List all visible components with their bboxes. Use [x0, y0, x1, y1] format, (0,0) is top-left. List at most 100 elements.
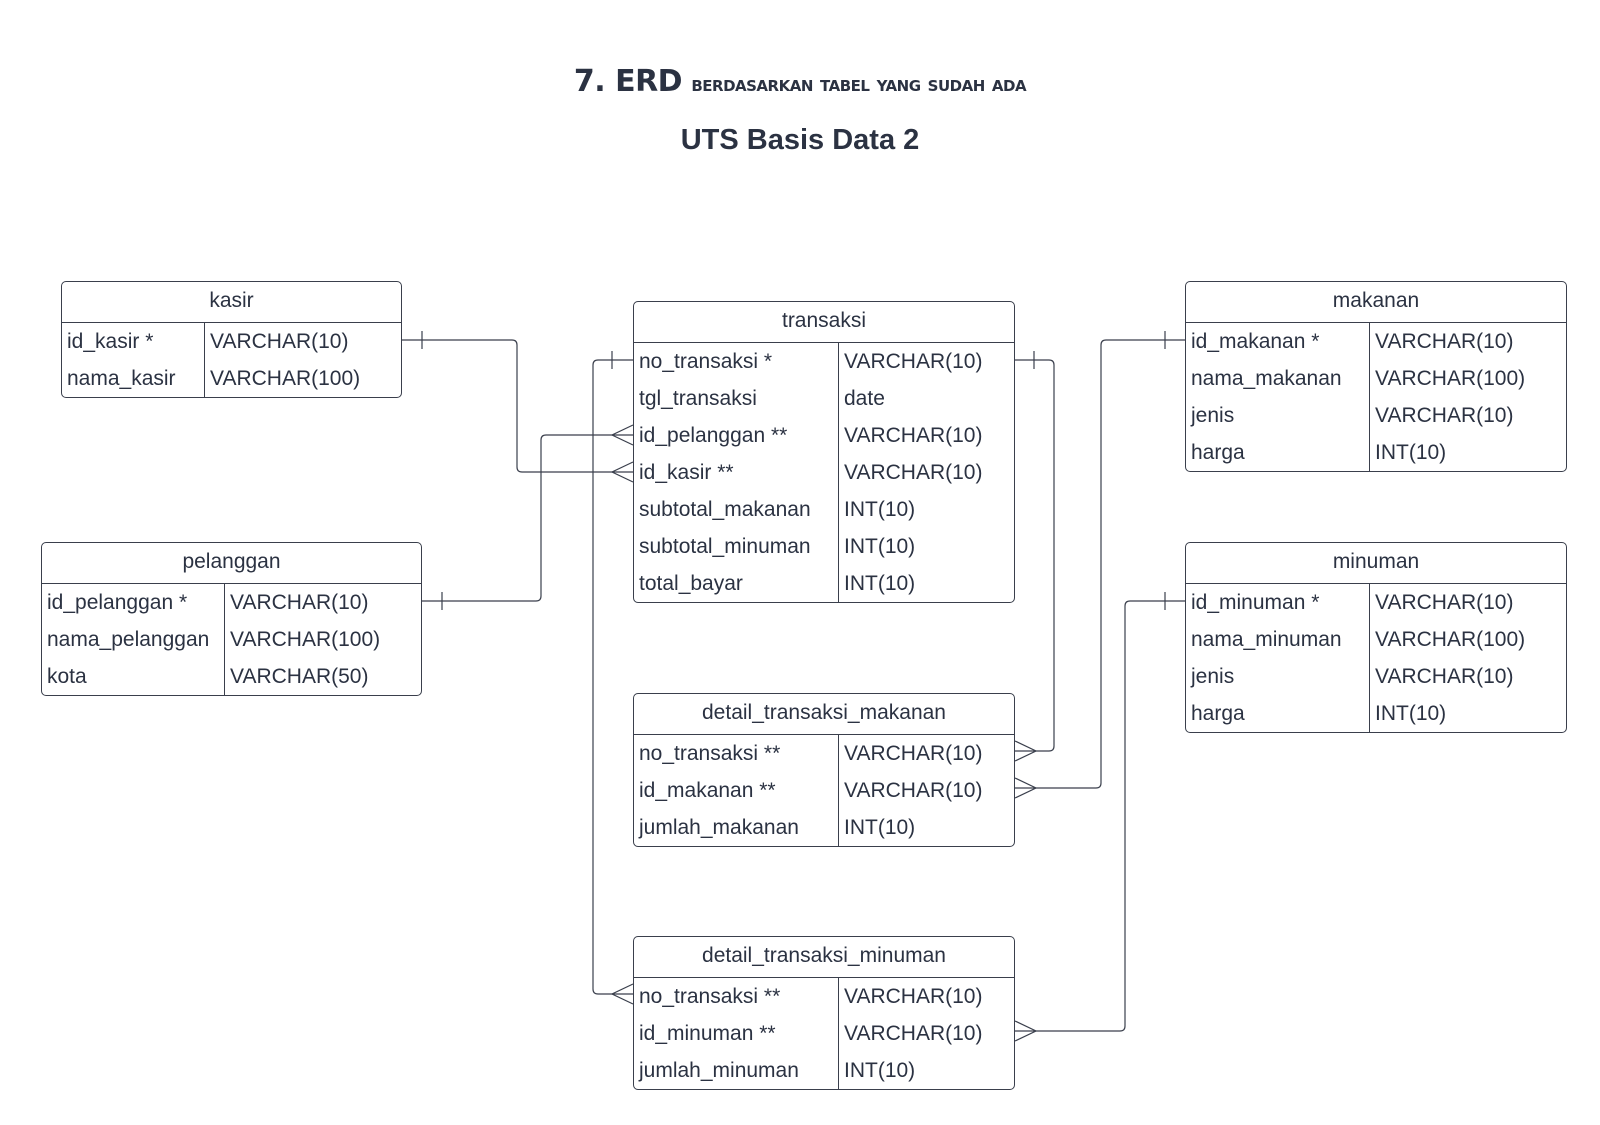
entity-minuman[interactable]: minuman id_minuman *VARCHAR(10) nama_min…: [1185, 542, 1567, 733]
many-mark-detail-minuman-id: [1014, 1020, 1038, 1042]
entity-name: detail_transaksi_minuman: [634, 937, 1014, 978]
field-name: kota: [47, 665, 87, 688]
link-transaksi-detail-makanan: [1015, 359, 1055, 752]
link-makanan-detail-makanan: [1015, 339, 1185, 789]
column-divider: [838, 978, 839, 1089]
field-row: id_minuman * VARCHAR(10): [1186, 584, 1566, 621]
field-name: no_transaksi *: [639, 350, 773, 373]
field-name: nama_pelanggan: [47, 628, 210, 651]
field-name: jenis: [1191, 665, 1235, 688]
field-type: VARCHAR(10): [844, 424, 983, 447]
field-row: id_makanan ** VARCHAR(10): [634, 772, 1014, 809]
entity-name: kasir: [62, 282, 401, 323]
field-row: harga INT(10): [1186, 695, 1566, 732]
field-name: subtotal_makanan: [639, 498, 811, 521]
entity-pelanggan[interactable]: pelanggan id_pelanggan * VARCHAR(10) nama…: [41, 542, 422, 696]
diagram-title-rest: berdasarkan tabel yang sudah ada: [691, 72, 1027, 97]
field-name: id_minuman *: [1191, 591, 1320, 614]
field-type: VARCHAR(10): [1375, 330, 1514, 353]
field-row: kota VARCHAR(50): [42, 658, 421, 695]
field-type: INT(10): [844, 1059, 916, 1082]
entity-name: makanan: [1186, 282, 1566, 323]
field-type: INT(10): [844, 535, 916, 558]
diagram-title: 7. ERD berdasarkan tabel yang sudah ada: [0, 64, 1600, 99]
field-row: no_transaksi * VARCHAR(10): [634, 343, 1014, 380]
field-name: id_pelanggan *: [47, 591, 188, 614]
field-name: nama_makanan: [1191, 367, 1342, 390]
field-name: total_bayar: [639, 572, 743, 595]
field-type: VARCHAR(10): [844, 985, 983, 1008]
field-type: INT(10): [844, 816, 916, 839]
field-row: jumlah_minuman INT(10): [634, 1052, 1014, 1089]
field-row: id_pelanggan ** VARCHAR(10): [634, 417, 1014, 454]
field-name: id_makanan **: [639, 779, 776, 802]
field-row: id_kasir * VARCHAR(10): [62, 323, 401, 360]
field-type: INT(10): [844, 498, 916, 521]
field-type: INT(10): [1375, 441, 1447, 464]
field-name: tgl_transaksi: [639, 387, 757, 410]
many-mark-detail-minuman-no: [610, 983, 634, 1005]
field-type: VARCHAR(50): [230, 665, 369, 688]
column-divider: [838, 735, 839, 846]
field-name: nama_minuman: [1191, 628, 1342, 651]
column-divider: [1369, 584, 1370, 732]
field-row: id_minuman ** VARCHAR(10): [634, 1015, 1014, 1052]
entity-name: detail_transaksi_makanan: [634, 694, 1014, 735]
field-type: VARCHAR(100): [1375, 367, 1526, 390]
field-type: VARCHAR(10): [844, 779, 983, 802]
entity-transaksi[interactable]: transaksi no_transaksi *VARCHAR(10) tgl_…: [633, 301, 1015, 603]
field-type: VARCHAR(10): [210, 330, 349, 353]
field-type: VARCHAR(10): [844, 461, 983, 484]
entity-makanan[interactable]: makanan id_makanan * VARCHAR(10) nama_mak…: [1185, 281, 1567, 472]
field-type: VARCHAR(10): [844, 350, 983, 373]
column-divider: [838, 343, 839, 602]
many-mark-detail-makanan-id: [1014, 777, 1038, 799]
field-type: VARCHAR(10): [1375, 404, 1514, 427]
entity-name: pelanggan: [42, 543, 421, 584]
field-name: jumlah_minuman: [639, 1059, 799, 1082]
field-name: harga: [1191, 702, 1245, 725]
field-name: id_kasir **: [639, 461, 734, 484]
field-type: VARCHAR(10): [1375, 591, 1514, 614]
column-divider: [204, 323, 205, 397]
field-type: VARCHAR(10): [230, 591, 369, 614]
field-name: jenis: [1191, 404, 1235, 427]
field-name: id_kasir *: [67, 330, 154, 353]
field-row: jenis VARCHAR(10): [1186, 658, 1566, 695]
column-divider: [224, 584, 225, 695]
field-type: INT(10): [844, 572, 916, 595]
field-name: harga: [1191, 441, 1245, 464]
field-name: no_transaksi **: [639, 985, 781, 1008]
field-row: id_kasir ** VARCHAR(10): [634, 454, 1014, 491]
field-type: VARCHAR(10): [1375, 665, 1514, 688]
field-row: id_pelanggan * VARCHAR(10): [42, 584, 421, 621]
field-name: id_pelanggan **: [639, 424, 788, 447]
entity-detail-transaksi-minuman[interactable]: detail_transaksi_minuman no_transaksi **…: [633, 936, 1015, 1090]
diagram-title-prefix: 7. ERD: [573, 64, 683, 99]
field-name: nama_kasir: [67, 367, 176, 390]
entity-detail-transaksi-makanan[interactable]: detail_transaksi_makanan no_transaksi **…: [633, 693, 1015, 847]
field-type: INT(10): [1375, 702, 1447, 725]
many-mark-detail-makanan-no: [1014, 740, 1038, 762]
field-row: jenis VARCHAR(10): [1186, 397, 1566, 434]
field-name: id_makanan *: [1191, 330, 1320, 353]
many-mark-pelanggan: [610, 424, 634, 446]
field-type: VARCHAR(10): [844, 742, 983, 765]
field-row: id_makanan * VARCHAR(10): [1186, 323, 1566, 360]
link-kasir-transaksi: [402, 339, 633, 473]
diagram-subtitle: UTS Basis Data 2: [680, 124, 920, 156]
field-name: jumlah_makanan: [639, 816, 799, 839]
field-row: harga INT(10): [1186, 434, 1566, 471]
field-type: VARCHAR(100): [1375, 628, 1526, 651]
field-type: VARCHAR(10): [844, 1022, 983, 1045]
field-row: nama_minuman VARCHAR(100): [1186, 621, 1566, 658]
link-pelanggan-transaksi: [422, 434, 633, 602]
field-name: id_minuman **: [639, 1022, 776, 1045]
field-row: jumlah_makanan INT(10): [634, 809, 1014, 846]
